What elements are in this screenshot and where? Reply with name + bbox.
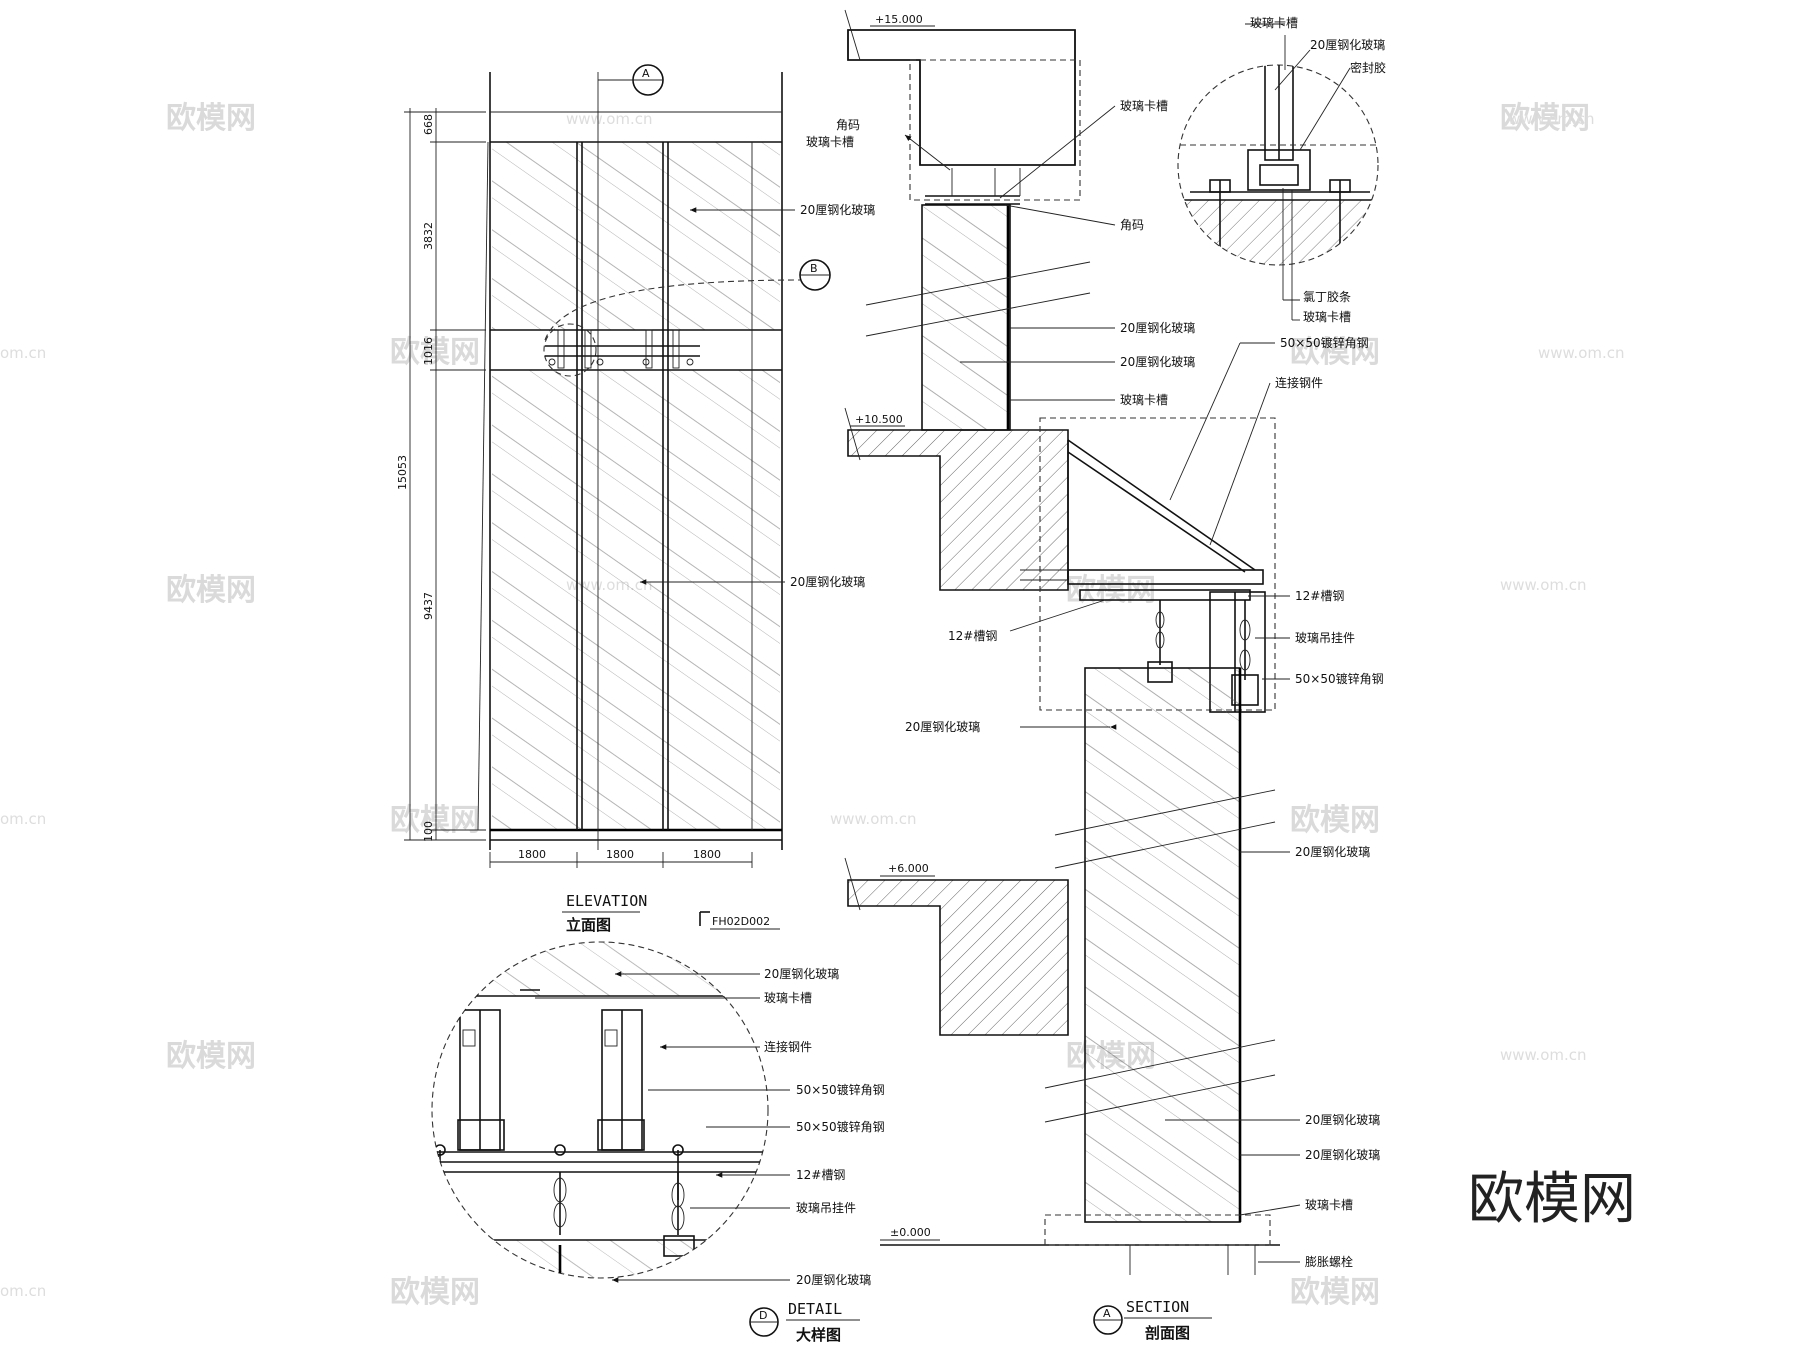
section-callouts: 角码 玻璃卡槽 玻璃卡槽 角码 20厘钢化玻璃 20厘钢化玻璃 玻璃卡槽 50×…	[806, 99, 1384, 1269]
level-0000: ±0.000	[890, 1226, 931, 1239]
detail-top-view: 玻璃卡槽 20厘钢化玻璃 密封胶 氯丁胶条 玻璃卡槽	[1177, 16, 1386, 324]
watermark-brand: 欧模网	[166, 573, 256, 608]
watermark-site: www.om.cn	[1500, 1046, 1587, 1064]
detail-top-label-3: 氯丁胶条	[1303, 289, 1351, 304]
watermark-site: www.om.cn	[1500, 576, 1587, 594]
section-hanger	[1147, 600, 1259, 706]
level-6000: +6.000	[888, 862, 929, 875]
detail-marker-b[interactable]: B	[799, 259, 831, 291]
section-label-1: 玻璃卡槽	[806, 135, 854, 149]
detail-title-cn: 大样图	[796, 1326, 841, 1344]
section-label-4: 20厘钢化玻璃	[1120, 321, 1195, 335]
dim-1800-b: 1800	[606, 848, 634, 861]
section-view: +15.000 +10.500	[806, 9, 1384, 1342]
marker-b-label: B	[810, 262, 818, 275]
dim-9437: 9437	[422, 592, 435, 620]
watermark-site: om.cn	[0, 1282, 46, 1300]
section-marker: A	[1103, 1307, 1111, 1320]
watermark-brand: 欧模网	[166, 101, 256, 136]
elevation-vertical-dimensions: 668 3832 1016 9437 100 15053	[396, 108, 486, 842]
watermark-brand: 欧模网	[390, 1275, 480, 1310]
watermark-brand: 欧模网	[1500, 101, 1590, 136]
watermark-brand: 欧模网	[1290, 1275, 1380, 1310]
detail-label-5: 12#槽钢	[796, 1168, 845, 1182]
section-title-en: SECTION	[1126, 1298, 1189, 1316]
watermark-brand: 欧模网	[1290, 335, 1380, 370]
brand-logo-text: 欧模网	[1468, 1167, 1636, 1232]
section-label-8: 连接钢件	[1275, 375, 1323, 390]
watermark-brand: 欧模网	[390, 335, 480, 370]
detail-title-block: D DETAIL 大样图	[749, 1300, 860, 1344]
detail-label-2: 连接钢件	[764, 1039, 812, 1054]
section-label-0: 角码	[836, 118, 860, 132]
section-title-block: A SECTION 剖面图	[1093, 1298, 1212, 1342]
dim-100: 100	[422, 821, 435, 842]
elevation-label-glass-lower: 20厘钢化玻璃	[790, 575, 865, 589]
section-label-10: 12#槽钢	[948, 629, 997, 643]
section-label-12: 50×50镀锌角钢	[1295, 672, 1384, 686]
elevation-title-cn: 立面图	[566, 916, 611, 934]
watermark-site: om.cn	[0, 344, 46, 362]
detail-top-label-1: 20厘钢化玻璃	[1310, 38, 1385, 52]
section-label-14: 20厘钢化玻璃	[1295, 845, 1370, 859]
marker-a-label: A	[642, 67, 650, 80]
section-label-13: 20厘钢化玻璃	[905, 720, 980, 734]
watermark-site: www.om.cn	[1508, 110, 1595, 128]
section-marker-a[interactable]: A	[598, 64, 664, 96]
level-15000: +15.000	[875, 13, 923, 26]
detail-view: 20厘钢化玻璃 玻璃卡槽 连接钢件 50×50镀锌角钢 50×50镀锌角钢 12…	[431, 941, 885, 1344]
watermark-brand: 欧模网	[1290, 803, 1380, 838]
watermark-brand: 欧模网	[390, 803, 480, 838]
section-label-18: 膨胀螺栓	[1305, 1254, 1353, 1269]
section-label-3: 角码	[1120, 218, 1144, 232]
detail-label-3: 50×50镀锌角钢	[796, 1083, 885, 1097]
section-label-6: 玻璃卡槽	[1120, 393, 1168, 407]
section-label-16: 20厘钢化玻璃	[1305, 1148, 1380, 1162]
dim-1016: 1016	[422, 337, 435, 365]
detail-label-7: 20厘钢化玻璃	[796, 1273, 871, 1287]
section-label-17: 玻璃卡槽	[1305, 1198, 1353, 1212]
watermark-site: www.om.cn	[830, 810, 917, 828]
detail-top-label-2: 密封胶	[1350, 60, 1386, 75]
sheet-code: FH02D002	[712, 915, 770, 928]
watermark-site: www.om.cn	[566, 110, 653, 128]
dim-1800-a: 1800	[518, 848, 546, 861]
section-label-9: 12#槽钢	[1295, 589, 1344, 603]
detail-marker: D	[759, 1309, 767, 1322]
watermark-site: www.om.cn	[1538, 344, 1625, 362]
elevation-title-en: ELEVATION	[566, 892, 647, 910]
detail-label-6: 玻璃吊挂件	[796, 1201, 856, 1215]
elevation-horizontal-dimensions: 1800 1800 1800	[489, 848, 753, 868]
level-10500: +10.500	[855, 413, 903, 426]
watermark-brand: 欧模网	[166, 1039, 256, 1074]
section-label-5: 20厘钢化玻璃	[1120, 355, 1195, 369]
elevation-hanger-row	[545, 329, 700, 369]
elevation-view: A B	[396, 64, 875, 934]
detail-title-en: DETAIL	[788, 1300, 842, 1318]
watermark-site: om.cn	[0, 810, 46, 828]
section-label-15: 20厘钢化玻璃	[1305, 1113, 1380, 1127]
section-label-2: 玻璃卡槽	[1120, 99, 1168, 113]
detail-top-label-4: 玻璃卡槽	[1303, 310, 1351, 324]
detail-label-1: 玻璃卡槽	[764, 991, 812, 1005]
detail-top-label-0: 玻璃卡槽	[1250, 16, 1298, 30]
detail-label-4: 50×50镀锌角钢	[796, 1120, 885, 1134]
dim-3832: 3832	[422, 222, 435, 250]
dim-total: 15053	[396, 455, 409, 490]
section-label-11: 玻璃吊挂件	[1295, 631, 1355, 645]
section-title-cn: 剖面图	[1145, 1324, 1190, 1342]
dim-668: 668	[422, 114, 435, 135]
section-label-7: 50×50镀锌角钢	[1280, 336, 1369, 350]
dim-1800-c: 1800	[693, 848, 721, 861]
detail-label-0: 20厘钢化玻璃	[764, 967, 839, 981]
elevation-label-glass-upper: 20厘钢化玻璃	[800, 203, 875, 217]
